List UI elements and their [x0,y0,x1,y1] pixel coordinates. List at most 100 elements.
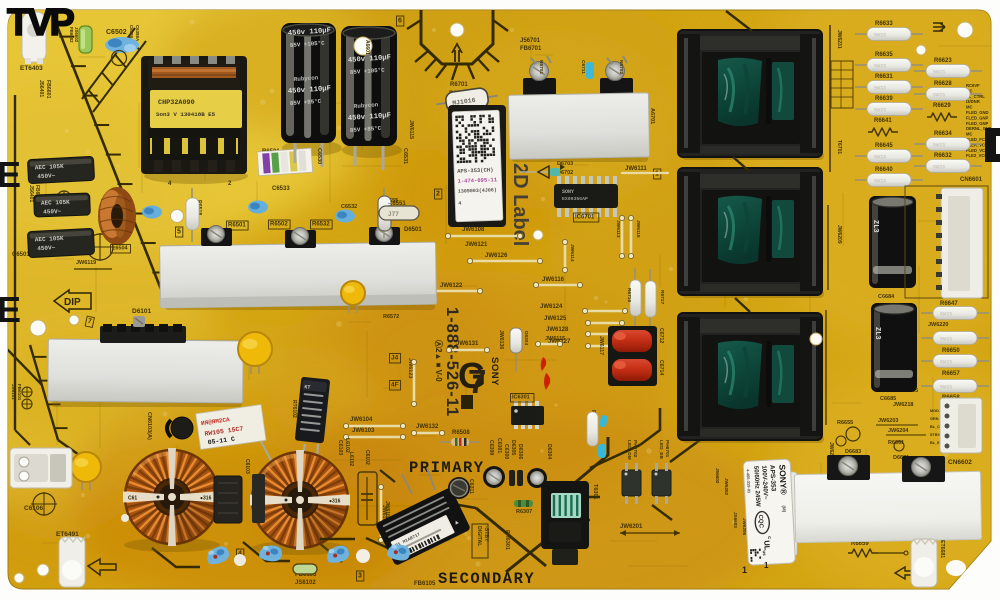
svg-text:1-888-526-11: 1-888-526-11 [443,307,461,417]
svg-text:5W33: 5W33 [940,385,952,391]
svg-text:PH6701: PH6701 [664,440,670,458]
svg-text:TVP: TVP [7,2,75,44]
svg-text:ET6681: ET6681 [939,540,945,558]
svg-text:JW6220: JW6220 [928,322,949,328]
svg-text:C6399A: C6399A [129,25,134,42]
svg-text:JW6115: JW6115 [545,336,565,342]
svg-text:JS6102: JS6102 [295,580,316,586]
svg-text:Rubycon: Rubycon [354,101,379,110]
svg-text:R6633: R6633 [875,21,893,27]
svg-text:R6307: R6307 [516,509,532,515]
svg-text:R6659: R6659 [851,541,869,547]
svg-text:N6701: N6701 [538,60,544,74]
svg-text:7: 7 [468,363,486,400]
svg-text:Ⓐ2▲ ■ V-0: Ⓐ2▲ ■ V-0 [434,340,444,382]
svg-text:05-11 C: 05-11 C [207,436,235,447]
svg-text:J4: J4 [391,355,399,362]
svg-text:JW6114: JW6114 [569,244,575,262]
svg-text:JW6128: JW6128 [546,327,569,333]
svg-text:FB6101: FB6101 [17,384,22,401]
svg-text:FLED_VCC: FLED_VCC [966,148,988,153]
svg-text:L6102: L6102 [344,438,350,453]
svg-text:DIP: DIP [64,297,81,308]
svg-text:JW6203: JW6203 [878,418,899,424]
svg-text:MOD.12V: MOD.12V [930,409,947,413]
svg-text:FLE2_VCC: FLE2_VCC [966,153,987,158]
svg-text:4F: 4F [391,382,399,389]
svg-text:7: 7 [87,318,92,326]
svg-text:IC6301: IC6301 [512,395,530,401]
svg-text:D6683: D6683 [845,449,861,455]
svg-text:C6311: C6311 [468,479,474,494]
svg-text:J77: J77 [388,211,399,218]
svg-text:5W33: 5W33 [933,93,945,99]
svg-text:C6103: C6103 [337,440,343,455]
svg-text:450v 110μF: 450v 110μF [288,85,332,96]
svg-text:5: 5 [177,229,181,236]
svg-text:▲: ▲ [453,519,461,527]
svg-text:JS6401: JS6401 [28,185,34,202]
svg-text:R6655: R6655 [837,420,853,426]
svg-text:E: E [0,289,21,330]
svg-text:85V +105°C: 85V +105°C [290,40,326,49]
svg-text:5W33: 5W33 [874,64,886,70]
svg-text:1: 1 [742,565,747,575]
svg-text:C6685: C6685 [880,396,896,402]
svg-text:R6628: R6628 [934,81,952,87]
svg-text:5W33: 5W33 [940,337,952,343]
svg-text:●316: ●316 [200,496,212,502]
svg-text:5W33: 5W33 [874,108,886,114]
svg-text:R6502: R6502 [270,222,288,228]
svg-text:ИЯ@ЯМ2СА: ИЯ@ЯМ2СА [201,416,231,427]
svg-text:R6501: R6501 [228,223,246,229]
svg-text:JW6103: JW6103 [352,428,375,434]
svg-text:CN6602: CN6602 [948,459,972,466]
svg-text:DERNL_GND: DERNL_GND [966,126,992,131]
svg-text:JW6115: JW6115 [408,120,414,139]
svg-text:C6301: C6301 [496,438,502,453]
svg-text:c: c [766,536,772,539]
svg-text:JS6603: JS6603 [733,512,738,528]
svg-text:GRN: GRN [930,417,939,421]
svg-text:STBY: STBY [930,433,941,437]
svg-text:R6661: R6661 [888,440,904,446]
svg-text:C6103: C6103 [244,459,250,474]
svg-text:SONY: SONY [562,189,574,195]
svg-text:JW6202: JW6202 [724,478,729,496]
svg-text:5W33: 5W33 [940,312,952,318]
svg-text:85V +105°C: 85V +105°C [350,67,386,76]
svg-text:MC: MC [966,105,973,110]
svg-text:MC: MC [966,132,973,137]
svg-text:PRIMARY: PRIMARY [409,459,485,477]
svg-text:5W33: 5W33 [933,165,945,171]
svg-text:FLED_GNP: FLED_GNP [966,115,989,120]
svg-text:R6551: R6551 [388,201,406,207]
svg-text:T6701: T6701 [836,140,842,154]
svg-text:JW6218: JW6218 [893,402,914,408]
svg-text:R6716: R6716 [626,288,632,302]
svg-text:JW6136: JW6136 [498,330,504,349]
svg-text:4-466-319-01: 4-466-319-01 [745,469,751,494]
svg-text:FLER_VCC: FLER_VCC [966,142,988,147]
svg-text:100V-240V~: 100V-240V~ [760,465,769,500]
svg-text:R6631: R6631 [875,74,893,80]
svg-text:E: E [0,154,21,195]
svg-text:R6647: R6647 [940,301,958,307]
svg-text:50/60Hz 245W: 50/60Hz 245W [752,466,761,507]
svg-text:●316: ●316 [329,499,341,505]
svg-text:PH6301: PH6301 [504,530,510,550]
svg-text:JW6231: JW6231 [836,30,842,49]
svg-text:CN6103(A): CN6103(A) [146,412,152,440]
svg-text:SONY®: SONY® [777,464,789,496]
svg-text:LED_EB: LED_EB [658,440,664,459]
svg-text:JW6108: JW6108 [462,227,485,233]
svg-text:JW6119: JW6119 [76,260,96,266]
svg-text:1: 1 [764,561,769,570]
svg-text:us: us [762,550,767,556]
svg-text:D6681: D6681 [893,455,909,461]
svg-text:JW6206: JW6206 [742,518,747,536]
svg-text:R6701: R6701 [450,82,468,88]
svg-text:UL: UL [762,540,772,551]
svg-text:JW6131: JW6131 [456,341,479,347]
svg-text:C6532: C6532 [341,204,357,210]
